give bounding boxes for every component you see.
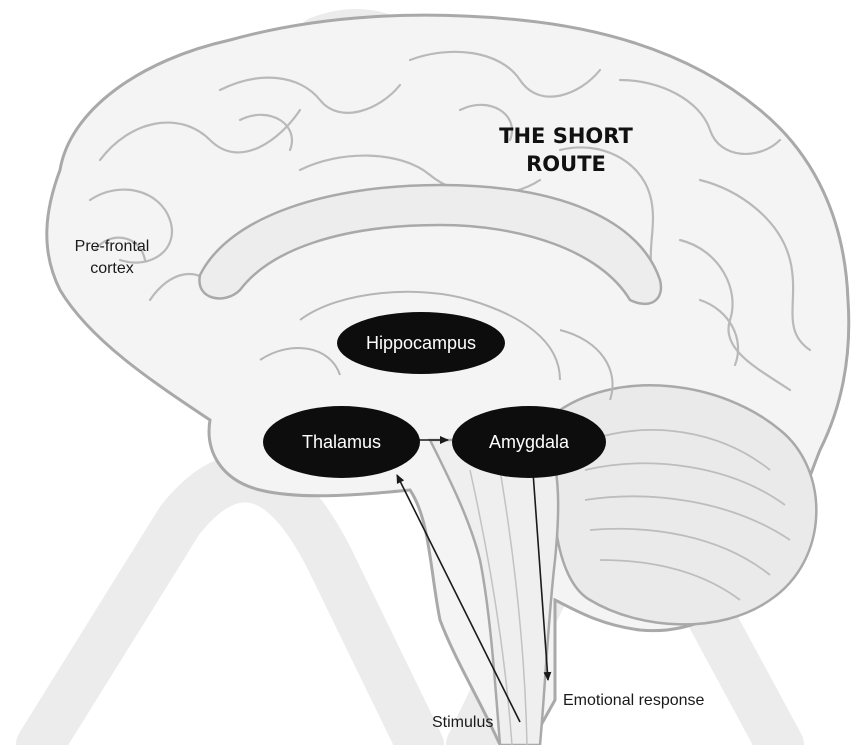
emotional-response-label: Emotional response bbox=[563, 690, 704, 712]
title-line-1: THE SHORT bbox=[492, 122, 640, 150]
prefrontal-label-line-2: cortex bbox=[58, 258, 166, 280]
prefrontal-cortex-label: Pre-frontal cortex bbox=[58, 236, 166, 280]
title-line-2: ROUTE bbox=[492, 150, 640, 178]
stimulus-label: Stimulus bbox=[432, 712, 493, 734]
hippocampus-node: Hippocampus bbox=[337, 312, 505, 374]
diagram-title: THE SHORT ROUTE bbox=[492, 122, 640, 178]
amygdala-label: Amygdala bbox=[489, 432, 569, 453]
prefrontal-label-line-1: Pre-frontal bbox=[58, 236, 166, 258]
thalamus-label: Thalamus bbox=[302, 432, 381, 453]
amygdala-node: Amygdala bbox=[452, 406, 606, 478]
hippocampus-label: Hippocampus bbox=[366, 333, 476, 354]
thalamus-node: Thalamus bbox=[263, 406, 420, 478]
